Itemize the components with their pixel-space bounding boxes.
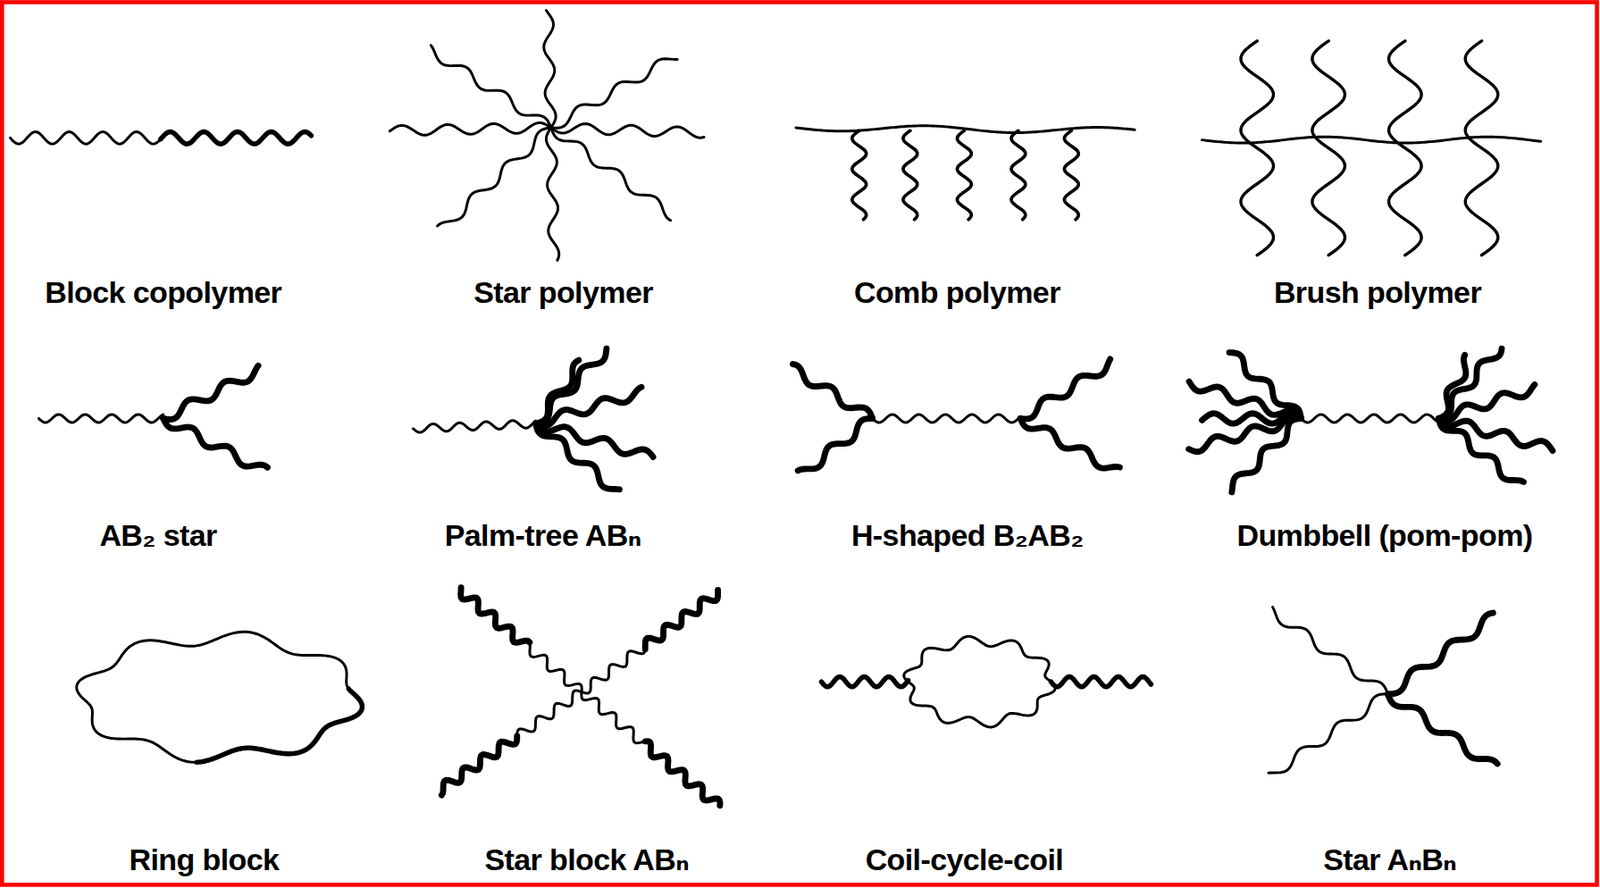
chain-segment [536,386,642,426]
caption-label: Brush polymer [1273,276,1482,310]
chain-segment [437,127,552,227]
chain-segment [820,676,908,687]
chain-segment [645,589,718,649]
chain-segment [1202,136,1542,143]
caption-label: Star block ABₙ [484,843,689,877]
chain-segment [1020,359,1111,419]
chain-segment [1240,41,1274,256]
chain-segment [1300,414,1439,423]
chain-segment [413,420,537,433]
chain-segment [1231,418,1301,492]
caption-label: Dumbbell (pom-pom) [1236,519,1533,553]
chain-segment [536,423,654,457]
chain-segment [956,130,972,219]
chain-segment [1439,384,1535,421]
caption-label: Ring block [129,843,280,877]
chain-segment [1312,41,1346,256]
chain-segment [545,127,559,260]
chain-segment [872,414,1022,423]
ring-segment [76,631,350,763]
chain-segment [1011,130,1026,219]
ring-segment [196,688,362,763]
chain-segment [1387,612,1493,695]
chain-segment [551,127,671,221]
chain-segment [1439,418,1525,482]
chain-segment [1387,694,1498,764]
chain-segment [797,418,872,470]
chain-segment [430,45,551,128]
chain-segment [544,10,556,128]
chain-segment [160,131,311,144]
chain-segment [1268,694,1388,773]
chain-segment [163,418,269,468]
chain-segment [551,58,678,128]
chain-segment [460,587,530,644]
caption-label: Star polymer [473,276,654,310]
chain-segment [581,692,646,744]
chain-segment [1273,607,1389,695]
chain-segment [389,122,551,135]
caption-label: Palm-tree ABₙ [444,519,642,553]
chain-segment [645,741,721,806]
chain-segment [529,642,582,693]
chain-segment [1465,41,1499,256]
chain-segment [793,364,873,419]
chain-segment [1439,418,1553,451]
chain-segment [551,123,704,138]
chain-segment [536,423,620,490]
chain-segment [1389,41,1423,256]
chain-segment [38,414,163,423]
chain-segment [903,130,918,219]
chain-segment [1020,418,1120,469]
chain-segment [517,690,582,737]
chain-segment [852,130,867,219]
ring-segment [904,636,1056,728]
chain-segment [1229,352,1301,419]
chain-segment [9,131,160,144]
chain-segment [163,365,259,419]
chain-segment [1202,413,1302,424]
caption-label: Coil-cycle-coil [865,843,1064,877]
chain-segment [1063,130,1079,219]
chain-segment [1050,676,1151,687]
polymer-chains [9,10,1553,806]
caption-label: Block copolymer [44,276,282,310]
caption-label: Star AₙBₙ [1323,843,1457,877]
caption-label: H-shaped B₂AB₂ [851,519,1084,553]
chain-segment [581,649,646,694]
caption-label: AB₂ star [99,519,217,553]
caption-label: Comb polymer [854,276,1061,310]
chain-segment [441,736,517,796]
